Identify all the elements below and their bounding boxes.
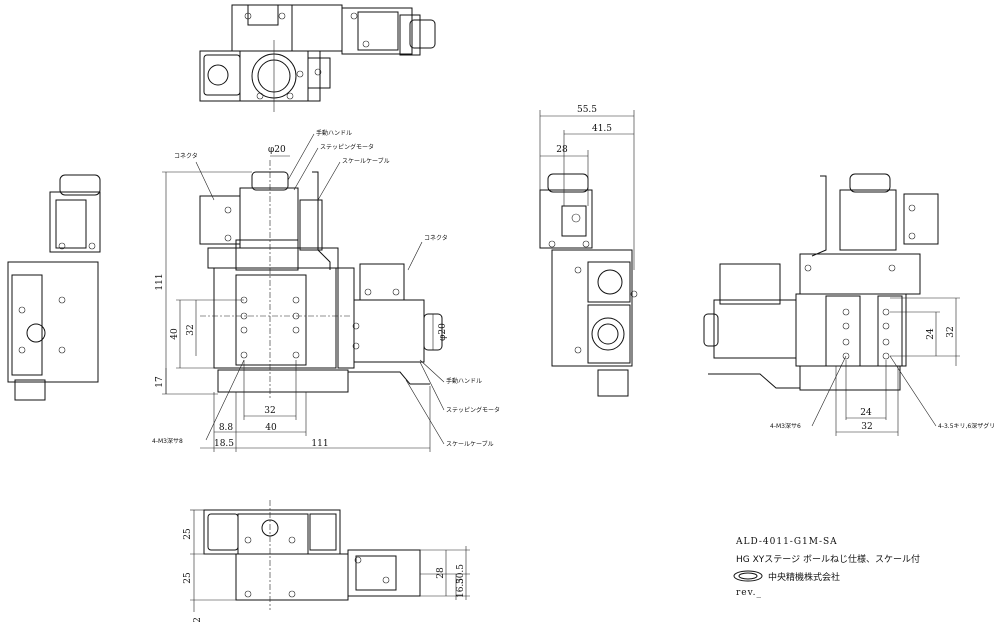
dim-16-5: 16.5: [456, 578, 466, 598]
label-handle-top: 手動ハンドル: [316, 129, 352, 137]
front-dimensions: 111 40 32 17 32 8.8 40 18.5 111 φ20 φ20: [155, 145, 448, 452]
dim-24-vertical-right: 24: [926, 328, 936, 340]
bottom-view: [203, 500, 421, 610]
dim-40-vertical: 40: [170, 328, 180, 340]
side-dimensions: 55.5 41.5 28: [539, 105, 635, 270]
dim-17-vertical: 17: [155, 376, 165, 388]
dim-32-vertical-right: 32: [946, 326, 956, 337]
side-view: [539, 173, 638, 397]
dim-32-vertical: 32: [186, 324, 196, 335]
label-scale-cable-bottom: スケールケーブル: [446, 440, 494, 448]
company-logo: [733, 570, 763, 582]
label-connector-left: コネクタ: [174, 152, 198, 160]
product-description: HG XYステージ ボールねじ仕様、スケール付: [736, 553, 920, 565]
dim-2: 2: [193, 617, 203, 622]
dim-phi20-top: φ20: [268, 145, 286, 155]
revision: rev._: [736, 588, 762, 598]
front-labels: 手動ハンドル ステッピングモータ スケールケーブル コネクタ コネクタ 手動ハン…: [152, 129, 500, 448]
dim-25-a: 25: [183, 528, 193, 540]
dim-25-b: 25: [183, 572, 193, 584]
right-view: [703, 173, 939, 391]
dim-28-bottom: 28: [436, 567, 446, 579]
dim-40-horizontal: 40: [265, 423, 277, 433]
dim-18-5: 18.5: [214, 439, 234, 449]
label-handle-bottom: 手動ハンドル: [446, 377, 482, 385]
front-view: [199, 160, 443, 400]
model-number: ALD-4011-G1M-SA: [735, 537, 838, 547]
dim-8-8: 8.8: [219, 423, 234, 433]
company-name: 中央精機株式会社: [768, 571, 840, 583]
label-scale-cable-top: スケールケーブル: [342, 157, 390, 165]
right-dimensions: 24 32 24 32 4-M3深サ6 4-3.5キリ,6深ザグリ: [770, 297, 995, 436]
label-stepping-motor-bottom: ステッピングモータ: [446, 406, 500, 414]
label-holes-left: 4-M3深サ8: [152, 437, 183, 445]
dim-111-vertical: 111: [155, 273, 165, 290]
dim-24-horizontal-right: 24: [860, 408, 872, 418]
label-stepping-motor-top: ステッピングモータ: [320, 143, 374, 151]
left-side-view: [7, 174, 101, 401]
dim-32-horizontal: 32: [264, 406, 275, 416]
title-block: ALD-4011-G1M-SA HG XYステージ ボールねじ仕様、スケール付 …: [733, 537, 920, 598]
dim-55-5: 55.5: [577, 105, 597, 115]
dim-41-5: 41.5: [592, 124, 612, 134]
dim-32-horizontal-right: 32: [861, 422, 872, 432]
dim-28-side: 28: [556, 145, 568, 155]
dim-111-horizontal: 111: [311, 439, 328, 449]
label-holes-right-a: 4-M3深サ6: [770, 422, 801, 430]
label-holes-right-b: 4-3.5キリ,6深ザグリ: [938, 422, 995, 430]
bottom-dimensions: 25 25 2 28 30.5 16.5: [183, 509, 470, 622]
top-view: [199, 4, 436, 112]
label-connector-right: コネクタ: [424, 234, 448, 242]
dim-phi20-side: φ20: [438, 323, 448, 341]
